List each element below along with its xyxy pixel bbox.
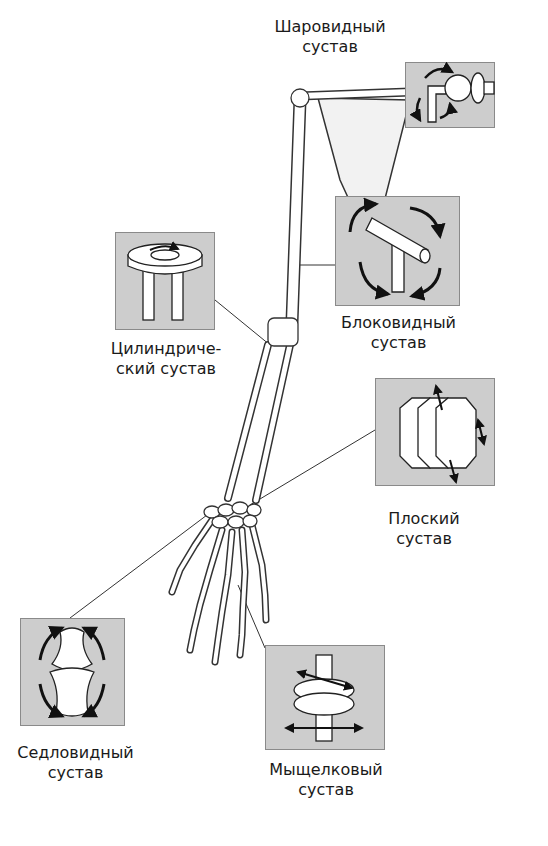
humerus-head [291,89,309,107]
joint-box: Цилиндриче- ский сустав [115,232,215,330]
forearm-outline [228,345,290,500]
leader-line [215,300,270,345]
joint-box: Мыщелковый сустав [265,645,385,750]
humerus [292,100,300,322]
joint-label: Седловидный сустав [13,743,138,783]
clavicle [300,92,410,96]
elbow [268,318,298,346]
joint-box: Блоковидный сустав [335,196,460,306]
carpal [228,516,244,528]
joint-heads [204,89,309,528]
humerus-outline [292,100,300,322]
joint-label: Мыщелковый сустав [260,760,392,800]
carpal [218,504,234,516]
joint-label: Плоский сустав [374,509,474,549]
joint-box: Седловидный сустав [20,618,125,726]
carpal [212,516,228,528]
carpal [232,502,248,514]
joint-label: Цилиндриче- ский сустав [106,339,226,379]
leader-line [70,515,207,618]
joint-label: Блоковидный сустав [336,313,461,353]
clavicle-outline [300,92,410,96]
hand-outline [172,520,266,662]
carpal [247,504,261,516]
joint-box: Шаровидный сустав [405,62,495,128]
joint-label: Шаровидный сустав [264,17,396,57]
forearm [228,345,290,500]
joint-box: Плоский сустав [375,378,495,486]
leader-line [300,265,335,266]
carpal [243,515,257,527]
hand [172,520,266,662]
